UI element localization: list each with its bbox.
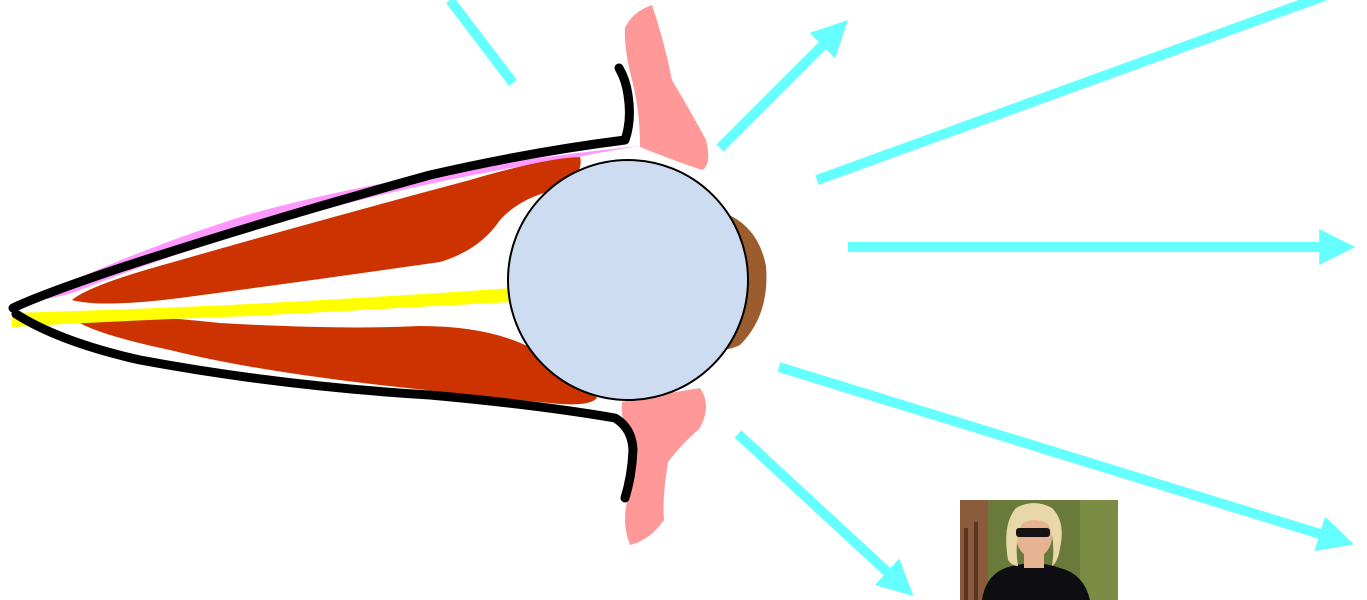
upper-eyelid [625,5,708,170]
incoming-light-ray [450,0,513,83]
light-ray-upper-long [817,0,1335,180]
superior-rectus-muscle [72,157,581,304]
photo-fence [960,500,988,600]
photo-hedge-texture [1080,500,1118,600]
light-ray-upper-short [720,38,830,148]
sunglasses-icon [1016,528,1050,537]
eyeball [508,160,748,400]
light-ray-lower-short [738,434,895,579]
person-photo [960,500,1118,600]
